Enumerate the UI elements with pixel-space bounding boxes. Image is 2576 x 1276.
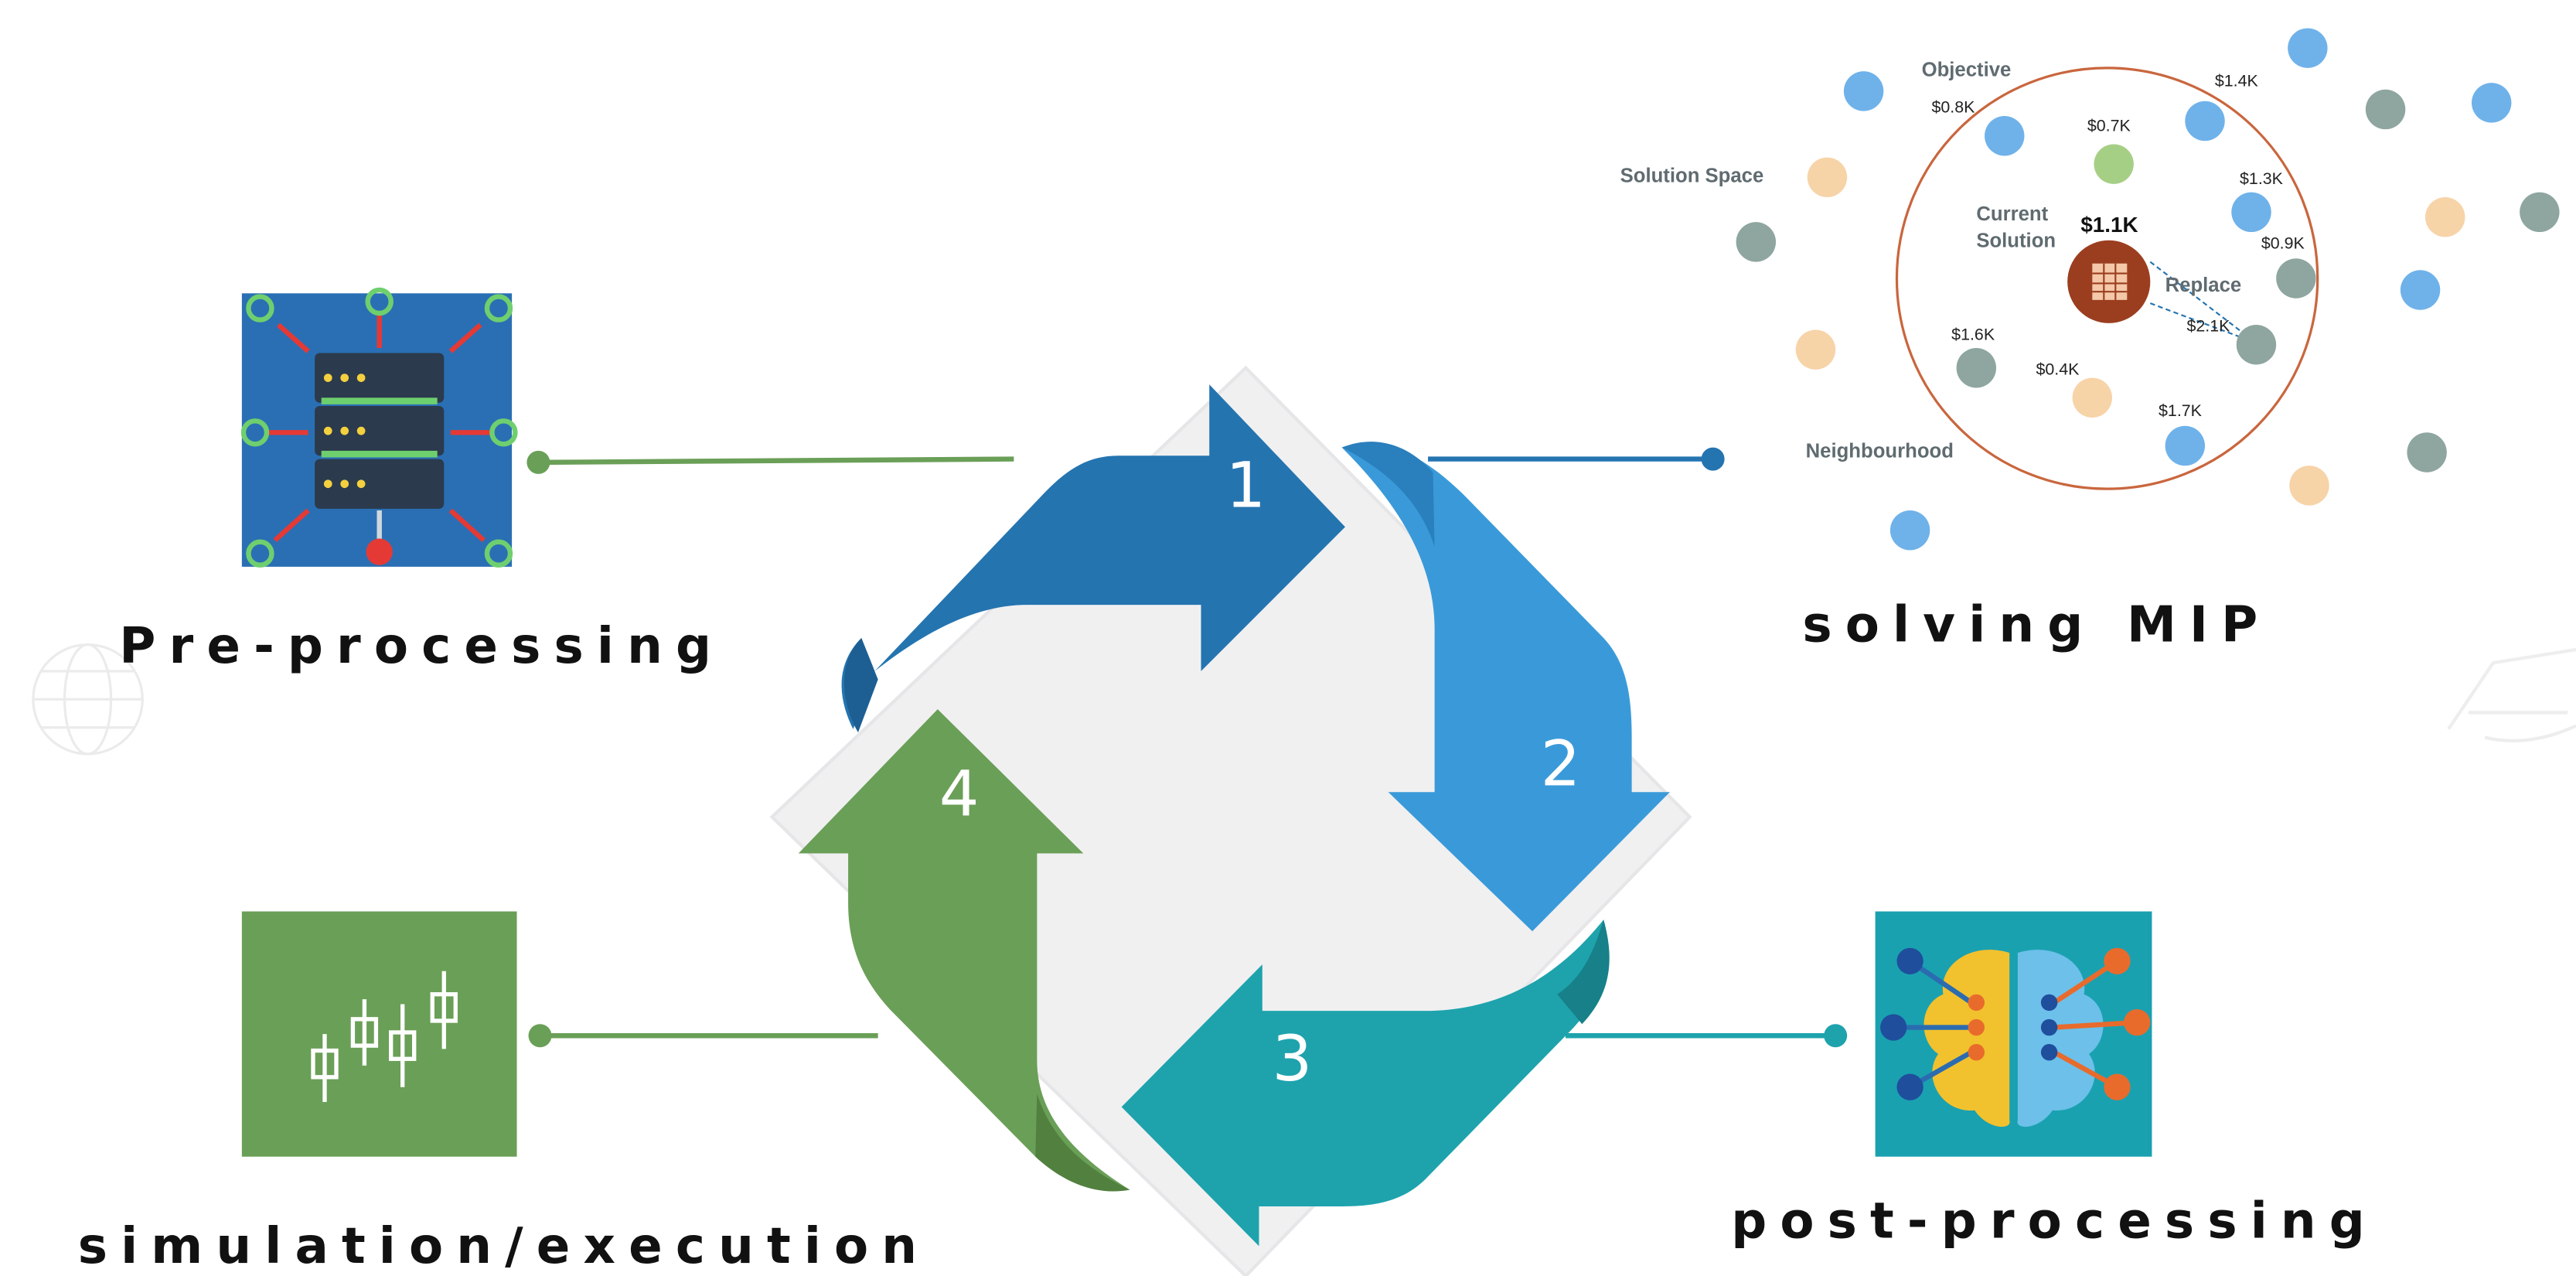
value-label: $1.3K <box>2240 169 2284 188</box>
node <box>2289 466 2329 506</box>
connector-dot-solve <box>1701 447 1725 471</box>
node <box>2072 377 2113 418</box>
node <box>2276 258 2316 299</box>
connector-dot-pre <box>526 450 550 474</box>
arrow-4 <box>798 709 1130 1192</box>
node <box>2520 192 2560 233</box>
current-solution-label-1: Current <box>1976 203 2048 225</box>
arrow-1-number: 1 <box>1225 449 1266 523</box>
node <box>2425 197 2465 237</box>
value-label: $1.4K <box>2215 71 2259 90</box>
arrow-4-number: 4 <box>939 757 980 831</box>
arrow-3-number: 3 <box>1272 1022 1312 1096</box>
value-label: $0.7K <box>2087 116 2131 135</box>
replace-label: Replace <box>2165 275 2242 296</box>
value-label: $0.8K <box>1931 98 1975 117</box>
solution-nodes <box>1736 28 2560 551</box>
current-value-label: $1.1K <box>2080 213 2138 237</box>
value-label: $0.9K <box>2261 234 2305 252</box>
current-solution-label-2: Solution <box>1976 230 2056 251</box>
arrow-2-number: 2 <box>1541 728 1581 801</box>
mip-solution-space: Objective Solution Space Current Solutio… <box>1620 28 2560 551</box>
neighbourhood-ring <box>1895 67 2319 490</box>
node <box>2472 83 2512 123</box>
arrow-2 <box>1341 443 1670 932</box>
server-rack-icon <box>240 287 518 568</box>
objective-label: Objective <box>1922 60 2012 81</box>
faint-chart-watermark-icon <box>2447 647 2576 742</box>
value-label: $0.4K <box>2036 360 2080 378</box>
node <box>1807 157 1848 198</box>
node <box>2236 325 2277 365</box>
node <box>2407 432 2447 473</box>
solution-space-label: Solution Space <box>1620 165 1764 187</box>
node <box>1956 348 1997 388</box>
stage-label-simulation: simulation/execution <box>78 1217 930 1275</box>
connectors <box>526 447 1848 1048</box>
stage-label-post-processing: post-processing <box>1731 1192 2378 1250</box>
node <box>2400 270 2441 310</box>
value-label: $1.7K <box>2159 401 2203 420</box>
stage-label-solving: solving MIP <box>1802 595 2271 653</box>
ai-brain-icon <box>1875 911 2152 1157</box>
node <box>2365 89 2406 130</box>
node <box>1736 222 1777 262</box>
node <box>2165 425 2206 466</box>
node <box>2288 28 2328 68</box>
neighbourhood-label: Neighbourhood <box>1806 440 1954 462</box>
globe-watermark-icon <box>32 643 144 756</box>
stage-label-pre-processing: Pre-processing <box>119 617 724 675</box>
node <box>1843 71 1884 111</box>
node <box>1795 329 1836 370</box>
connector-dot-post <box>1824 1024 1848 1048</box>
value-label: $1.6K <box>1951 325 1995 343</box>
value-label: $2.1K <box>2186 317 2230 336</box>
arrow-3 <box>1121 919 1608 1247</box>
node <box>1985 116 2025 156</box>
candlestick-chart-icon <box>241 911 517 1157</box>
node <box>2185 101 2225 142</box>
node <box>1889 510 1930 551</box>
node <box>2094 144 2134 184</box>
connector-dot-sim <box>528 1024 552 1048</box>
arrow-1 <box>841 384 1345 729</box>
node <box>2231 192 2271 233</box>
